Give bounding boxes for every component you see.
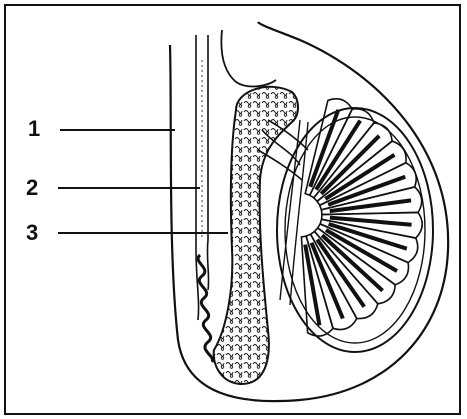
vas-deferens-outer bbox=[196, 35, 199, 320]
outer-sac-outline bbox=[170, 22, 448, 401]
cord-upper-outline bbox=[221, 30, 276, 86]
lobule-tubule bbox=[330, 200, 411, 211]
label-3: 3 bbox=[26, 222, 38, 244]
coiled-duct bbox=[198, 255, 213, 362]
label-1: 1 bbox=[28, 118, 40, 140]
label-2: 2 bbox=[26, 177, 38, 199]
vas-deferens-inner bbox=[207, 35, 208, 290]
